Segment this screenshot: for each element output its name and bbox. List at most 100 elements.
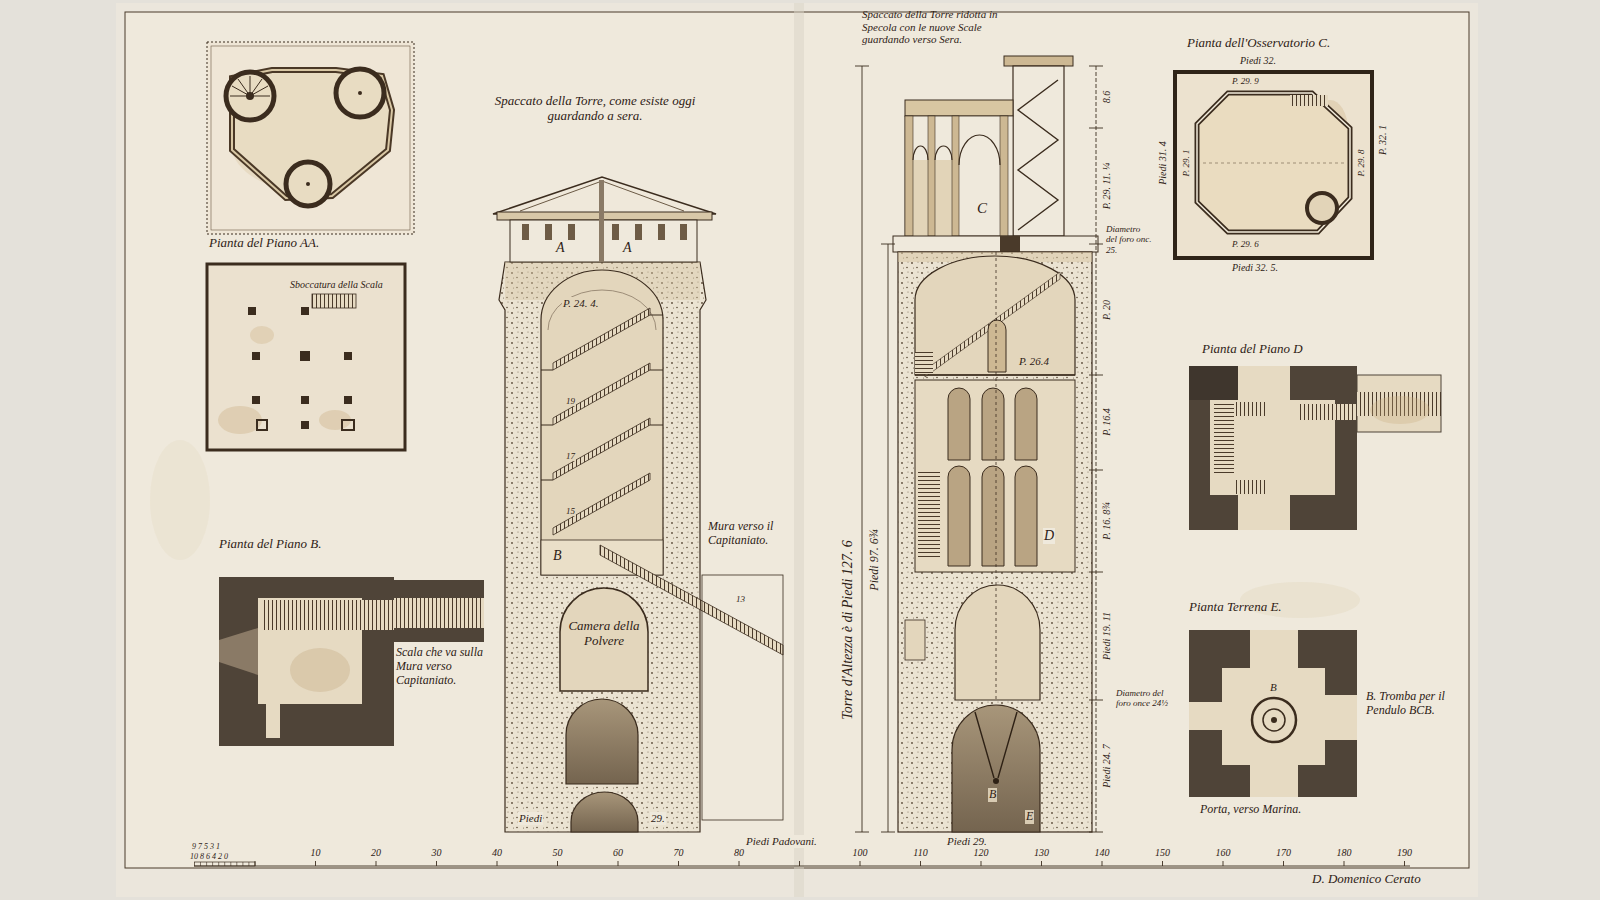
floor-plan	[1197, 93, 1350, 232]
tower-section	[988, 320, 1006, 372]
scale-number: 180	[1337, 847, 1352, 859]
floor-plan	[301, 307, 309, 315]
node-title: Pianta del Piano B.	[219, 537, 322, 552]
part-letter: B	[988, 788, 997, 802]
plan-box: Pianta dell'Osservatorio C.	[1175, 72, 1372, 258]
tower-section	[996, 252, 997, 700]
tower-section	[952, 116, 959, 236]
plan-box: Sboccatura della Scala	[207, 264, 405, 450]
floor-plan	[1189, 630, 1357, 797]
dimension-label: P. 16. 8¾	[1101, 502, 1113, 539]
tower-section	[635, 224, 642, 240]
floor-plan	[1357, 375, 1441, 432]
floor-plan	[1175, 72, 1372, 258]
dimension-label: P. 29. 9	[1232, 76, 1259, 86]
scale-number: 60	[613, 847, 623, 859]
tower-section	[1004, 56, 1073, 66]
scale-number: 170	[1276, 847, 1291, 859]
dimension-line	[1089, 66, 1103, 832]
step-count: 15	[565, 506, 576, 516]
tower-section	[541, 270, 663, 575]
tower-section	[1013, 66, 1064, 236]
tower-section	[913, 135, 1000, 165]
dimension-label: P. 26.4	[1018, 355, 1050, 368]
floor-plan	[211, 46, 410, 230]
scale-number: 150	[1155, 847, 1170, 859]
node-title: Pianta Terrena E.	[1189, 600, 1282, 615]
scale-number: 70	[674, 847, 684, 859]
tower-section	[905, 116, 913, 236]
plan-box: Pianta del Piano B.	[219, 577, 394, 746]
dimension-line	[855, 66, 1103, 832]
floor-plan	[1189, 366, 1441, 530]
tower-section	[952, 705, 1040, 832]
dimension-label: Piedi 32. 5.	[1232, 262, 1278, 274]
node-title: Pianta del Piano AA.	[209, 236, 319, 251]
step-count: 19	[565, 396, 576, 406]
scale-number: 80	[734, 847, 744, 859]
dimension-label: 8.6	[1101, 91, 1113, 104]
dimension-label: P. 32. 1	[1377, 125, 1389, 155]
tower-section	[599, 180, 604, 262]
tower-section	[571, 792, 638, 832]
tower-section	[893, 236, 1098, 252]
floor-plan	[207, 42, 414, 234]
scale-number: 40	[492, 847, 502, 859]
floor-plan	[266, 704, 280, 738]
dimension-label: P. 24. 4.	[562, 297, 600, 310]
floor-plan	[1189, 366, 1238, 400]
tower-section	[553, 363, 650, 425]
dimension-line	[1096, 66, 1097, 832]
tower-section	[905, 116, 1013, 236]
tower-section	[915, 374, 1075, 376]
dimension-label: P. 29. 1	[1181, 150, 1191, 177]
part-letter: E	[1025, 810, 1034, 824]
dimension-label: Piedi 19. 11	[1101, 612, 1113, 660]
node-title: Sboccatura della Scala	[290, 279, 383, 291]
floor-plan	[1370, 396, 1430, 424]
dimension-line	[855, 66, 869, 832]
height-note: Torre d'Altezza è di Piedi 127. 6	[840, 540, 856, 720]
floor-plan	[246, 92, 254, 100]
floor-plan	[344, 396, 352, 404]
note-text: Diametro del foro once 24½	[1116, 688, 1174, 709]
floor-plan	[248, 307, 256, 315]
tower-section	[898, 252, 1092, 832]
tower-section	[553, 308, 650, 370]
floor-plan	[342, 420, 354, 430]
tower-section	[915, 380, 1075, 572]
arch-outline	[560, 588, 648, 691]
dimension-line	[862, 66, 863, 832]
scale-bar	[255, 861, 1405, 866]
floor-plan	[226, 72, 274, 120]
section-drawing: Spaccato della Torre, come esiste oggi g…	[493, 176, 716, 832]
floor-plan	[207, 264, 405, 450]
part-letter: B	[552, 548, 563, 564]
tower-section	[993, 778, 999, 784]
scale-number: 50	[553, 847, 563, 859]
tower-section	[893, 56, 1098, 832]
paper-sheet	[150, 440, 210, 560]
tower-section	[915, 352, 933, 374]
tower-section	[905, 100, 1013, 116]
tower-section	[905, 620, 925, 660]
floor-plan	[1325, 695, 1357, 740]
floor-plan	[1214, 404, 1234, 476]
floor-plan	[1189, 702, 1222, 730]
plan-box: Pianta del Piano AA.	[207, 42, 414, 234]
dimension-line	[888, 244, 889, 832]
floor-plan	[1252, 698, 1296, 742]
tower-section	[493, 177, 716, 214]
signature: D. Domenico Cerato	[1312, 872, 1421, 887]
floor-plan	[301, 421, 309, 429]
floor-plan	[1222, 668, 1325, 765]
floor-plan	[301, 396, 309, 404]
part-letter: A	[555, 240, 566, 256]
floor-plan	[1175, 72, 1372, 258]
scale-number: 100	[853, 847, 868, 859]
scale-number: 30	[432, 847, 442, 859]
